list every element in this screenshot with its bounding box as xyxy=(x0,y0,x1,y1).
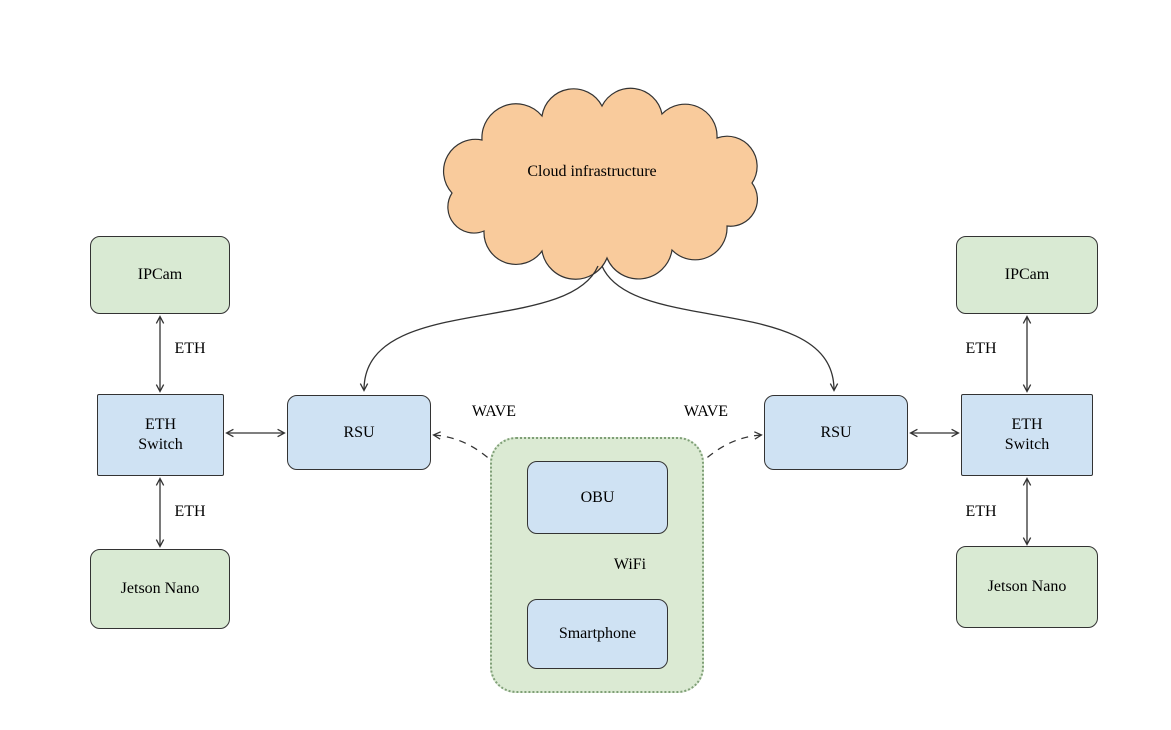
edge-label-eth-right-top: ETH xyxy=(965,340,997,357)
node-ipcam-left: IPCam xyxy=(90,236,230,314)
edge-label-wave-left: WAVE xyxy=(471,403,517,420)
node-label-line1: ETH xyxy=(144,416,177,433)
edge-label-eth-right-bottom: ETH xyxy=(965,503,997,520)
node-eth-switch-right: ETH Switch xyxy=(961,394,1093,476)
edge-cloud-rsu-left xyxy=(359,265,599,392)
edge-cloud-rsu-right xyxy=(601,265,839,392)
node-label: Jetson Nano xyxy=(987,578,1067,595)
node-label-line2: Switch xyxy=(138,436,183,453)
node-label: Jetson Nano xyxy=(120,580,200,597)
cloud-shape xyxy=(442,87,759,280)
node-label-line2: Switch xyxy=(1004,436,1050,453)
node-rsu-left: RSU xyxy=(287,395,431,470)
node-label: IPCam xyxy=(1004,266,1050,283)
node-jetson-right: Jetson Nano xyxy=(956,546,1098,628)
edge-label-wifi: WiFi xyxy=(613,556,647,573)
node-label: RSU xyxy=(820,423,852,441)
cloud-label: Cloud infrastructure xyxy=(527,163,657,180)
node-label: IPCam xyxy=(137,266,183,283)
node-ipcam-right: IPCam xyxy=(956,236,1098,314)
node-jetson-left: Jetson Nano xyxy=(90,549,230,629)
node-smartphone: Smartphone xyxy=(527,599,668,669)
edge-label-eth-left-bottom: ETH xyxy=(174,503,206,520)
edge-label-wave-right: WAVE xyxy=(683,403,729,420)
node-label: Smartphone xyxy=(558,625,637,642)
node-label: RSU xyxy=(343,423,375,441)
node-label: OBU xyxy=(580,488,615,506)
node-obu: OBU xyxy=(527,461,668,534)
node-rsu-right: RSU xyxy=(764,395,908,470)
node-label-line1: ETH xyxy=(1011,416,1043,433)
node-eth-switch-left: ETH Switch xyxy=(97,394,224,476)
edge-label-eth-left-top: ETH xyxy=(174,340,206,357)
